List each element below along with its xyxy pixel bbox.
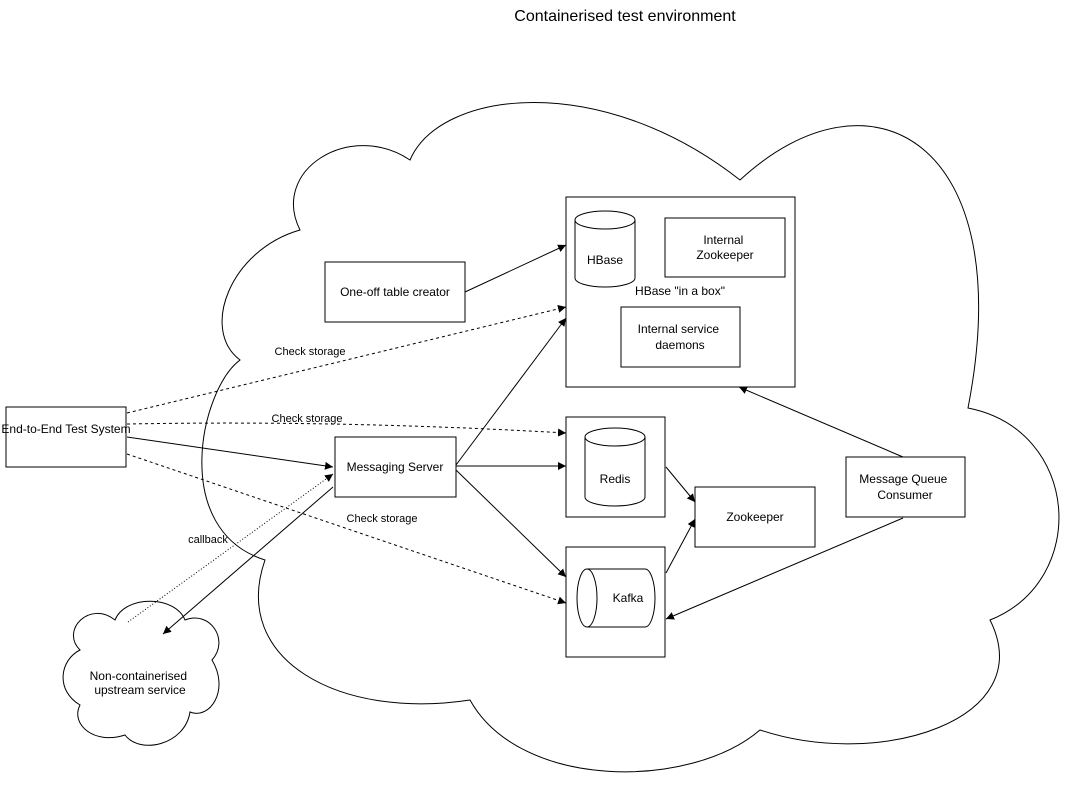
edge-consumer-to-hbase — [738, 386, 904, 458]
edge-consumer-to-kafka — [665, 517, 904, 620]
hbase-cylinder — [574, 210, 636, 288]
edge-messaging-to-upstream — [162, 486, 334, 635]
kafka-cylinder-rim — [586, 568, 598, 628]
table-creator-box — [324, 261, 466, 323]
mq-consumer-label: Message Queue Consumer — [859, 472, 950, 502]
internal-daemons-box — [620, 306, 741, 368]
hbase-label: HBase — [587, 253, 623, 267]
edge-label-check-storage-2: Check storage — [272, 413, 343, 425]
edge-upstream-callback — [127, 473, 334, 623]
edge-e2e-to-messaging — [126, 436, 334, 470]
internal-daemons-label: Internal service daemons — [638, 322, 723, 352]
redis-cylinder-rim — [584, 436, 646, 447]
edge-redis-to-zookeeper — [665, 466, 696, 503]
edge-label-callback: callback — [188, 534, 228, 546]
e2e-test-system-box — [5, 406, 127, 468]
messaging-server-label: Messaging Server — [347, 460, 444, 474]
zookeeper-label: Zookeeper — [726, 510, 783, 524]
redis-cylinder — [584, 427, 646, 507]
kafka-label: Kafka — [613, 591, 644, 605]
upstream-service-cloud — [62, 600, 220, 746]
internal-zookeeper-box — [664, 217, 786, 278]
edge-label-check-storage-1: Check storage — [275, 346, 346, 358]
hbase-cylinder-rim — [574, 219, 636, 230]
hbase-in-a-box-label: HBase "in a box" — [635, 284, 725, 298]
internal-zookeeper-label: Internal Zookeeper — [696, 233, 753, 262]
edge-label-check-storage-3: Check storage — [347, 513, 418, 525]
redis-label: Redis — [600, 472, 631, 486]
edge-e2e-check-kafka — [126, 453, 567, 605]
edge-e2e-check-redis — [126, 422, 567, 437]
edge-table-creator-to-hbase — [464, 244, 567, 293]
messaging-server-box — [334, 436, 457, 498]
upstream-service-label: Non-containerised upstream service — [90, 669, 191, 697]
kafka-cylinder — [576, 568, 656, 628]
edge-messaging-to-hbase — [455, 317, 567, 466]
table-creator-label: One-off table creator — [340, 285, 450, 299]
edge-kafka-to-zookeeper — [665, 518, 696, 574]
edge-messaging-to-kafka — [455, 469, 567, 578]
diagram-title: Containerised test environment — [514, 8, 736, 25]
mq-consumer-box — [845, 456, 966, 518]
e2e-test-system-label: End-to-End Test System — [1, 422, 130, 436]
zookeeper-box — [694, 486, 816, 548]
